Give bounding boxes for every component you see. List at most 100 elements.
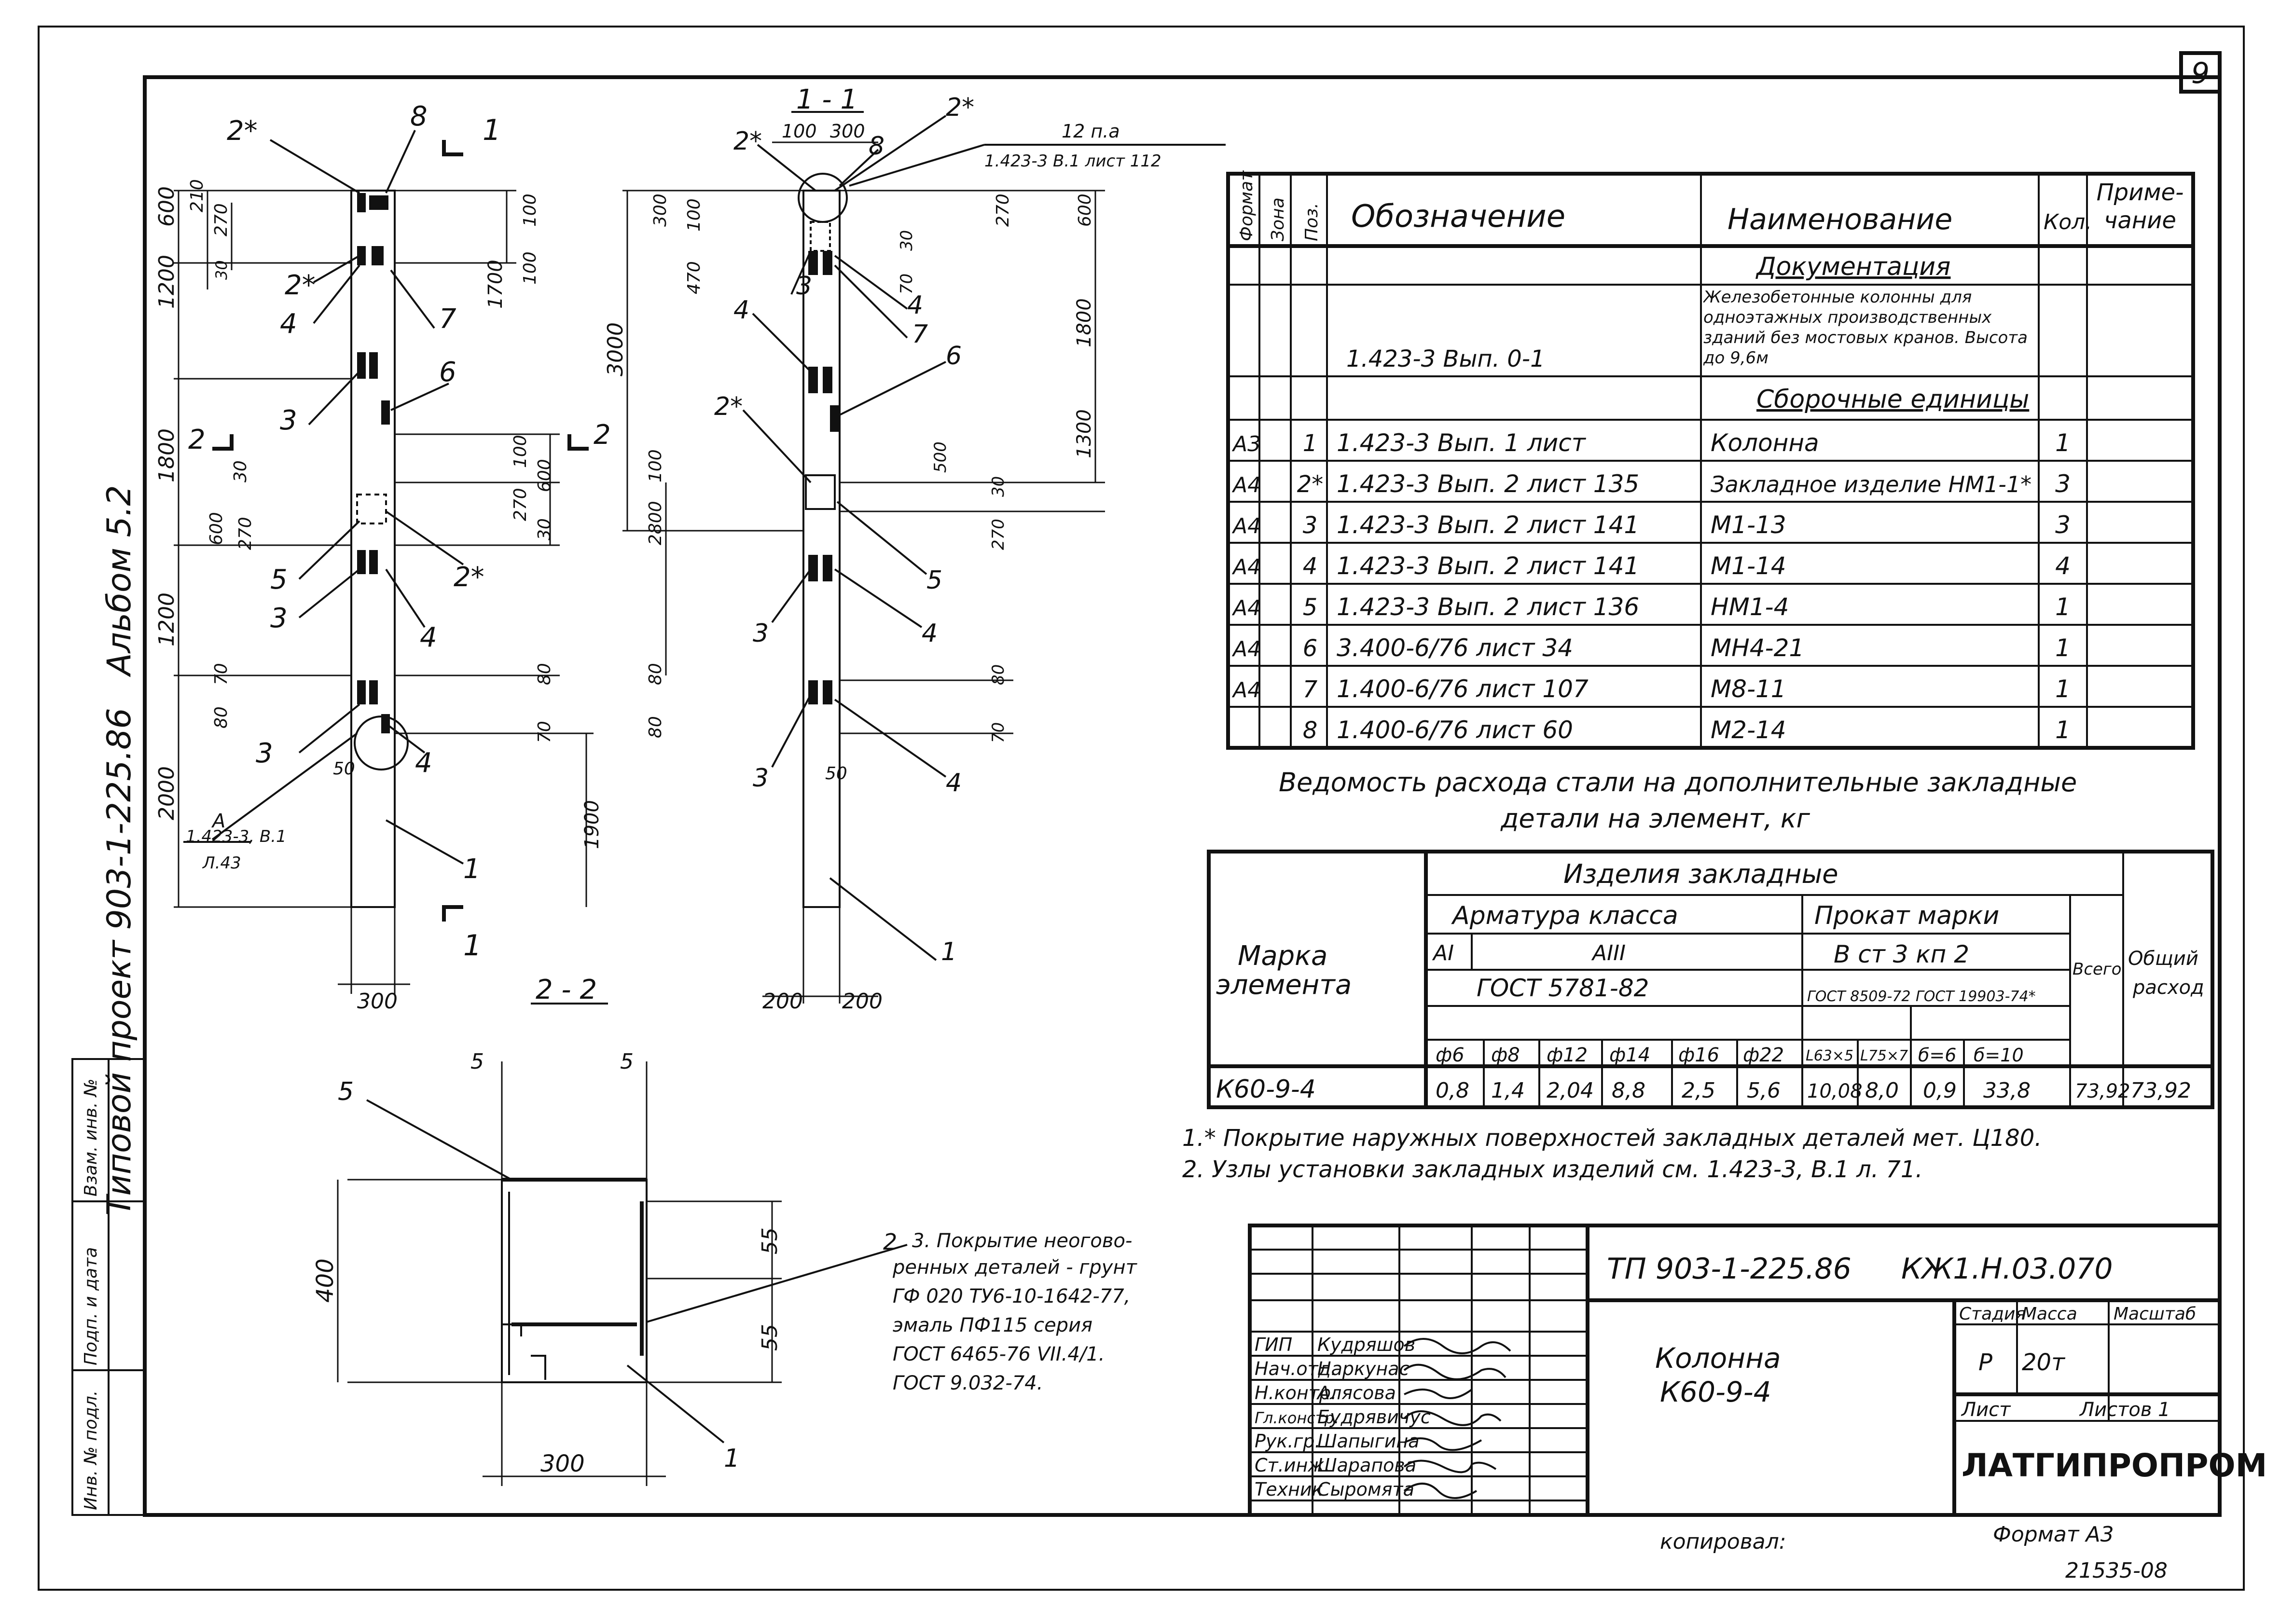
steel-overall: 73,92 — [2130, 1078, 2191, 1103]
signature-5 — [1403, 1459, 1497, 1473]
tb-name-6: Сыромята — [1317, 1479, 1414, 1500]
s22-note-ref: 2 — [883, 1229, 897, 1255]
v1-section2-right: 2 — [594, 419, 611, 451]
spec-h-qty: Кол. — [2044, 210, 2092, 234]
steel-col-5: ф22 — [1743, 1044, 1784, 1066]
steel-val-0: 0,8 — [1436, 1078, 1469, 1103]
s11-rdim-600: 600 — [1075, 193, 1095, 227]
tb-stage: Р — [1978, 1349, 1992, 1376]
note3-line3: ГФ 020 ТУ6-10-1642-77, — [893, 1285, 1130, 1307]
steel-val-5: 5,6 — [1747, 1078, 1781, 1103]
v1-dim-30: 30 — [212, 260, 231, 280]
s11-title: 1 - 1 — [796, 84, 857, 115]
s11-rdim-270: 270 — [993, 193, 1013, 227]
s11-dim-50: 50 — [825, 764, 847, 784]
s22-mark-5: 5 — [338, 1077, 354, 1106]
signature-0 — [1403, 1338, 1511, 1354]
spec-doc-name: Железобетонные колонны для одноэтажных п… — [1703, 288, 2028, 368]
spec-r7-qty: 1 — [2055, 675, 2071, 703]
tb-role-6: Техник — [1255, 1479, 1323, 1500]
s22-dim-55b: 55 — [758, 1324, 782, 1351]
spec-r1-pos: 1 — [1303, 430, 1318, 457]
steel-val-9: 33,8 — [1983, 1078, 2031, 1103]
spec-r4-name: М1-14 — [1711, 552, 1786, 580]
steel-col-9: б=10 — [1974, 1045, 2024, 1066]
s11-ref-12pa: 12 п.а — [1062, 121, 1120, 142]
v1-rdim-600: 600 — [535, 459, 554, 492]
spec-r4-fmt: А4 — [1231, 555, 1261, 579]
s11-dim-300: 300 — [650, 193, 670, 227]
spec-r8-desig: 1.400-6/76 лист 60 — [1337, 716, 1573, 744]
v1-mark-1: 1 — [463, 853, 481, 885]
stamp-inv-no: Инв. № подл. — [81, 1390, 101, 1510]
steel-h-grade: В ст 3 кп 2 — [1834, 940, 1969, 968]
steel-h-embedded: Изделия закладные — [1563, 859, 1838, 889]
tb-role-5: Ст.инж. — [1255, 1455, 1330, 1476]
v1-rdim-1900: 1900 — [581, 800, 603, 849]
v1-mark-3c: 3 — [256, 738, 273, 769]
s22-dim-400: 400 — [312, 1258, 339, 1303]
steel-val-7: 8,0 — [1865, 1078, 1899, 1103]
tb-name-1: Колонна — [1655, 1342, 1781, 1375]
outer-frame — [38, 26, 2245, 1591]
spec-r5-fmt: А4 — [1231, 596, 1261, 620]
s22-dim-300: 300 — [540, 1450, 585, 1477]
v1-dim-1200b: 1200 — [154, 592, 179, 647]
view-section-2-2: 2 - 2 5 5 55 55 400 300 5 1 2 — [312, 974, 908, 1486]
spec-r2-desig: 1.423-3 Вып. 2 лист 135 — [1337, 470, 1639, 498]
s11-rdim-1300: 1300 — [1073, 409, 1095, 458]
stamp-sign-date: Подп. и дата — [81, 1247, 101, 1365]
tb-mass-label: Масса — [2022, 1304, 2077, 1324]
s11-mark-2star-b: 2* — [946, 93, 974, 122]
spec-doc-designation: 1.423-3 Вып. 0-1 — [1346, 345, 1545, 372]
v1-node-a: А — [211, 810, 225, 832]
note-3: 3. Покрытие неогово- ренных деталей - гр… — [892, 1230, 1138, 1394]
s11-mark-5: 5 — [926, 566, 942, 595]
steel-val-6: 10,08 — [1807, 1080, 1863, 1102]
s11-rdim-30: 30 — [897, 230, 916, 251]
s11-topdim-100: 100 — [782, 121, 817, 142]
copied-by: копировал: — [1660, 1529, 1786, 1554]
s11-rdim-1800: 1800 — [1073, 298, 1095, 347]
note-2: 2. Узлы установки закладных изделий см. … — [1182, 1156, 1923, 1183]
s11-mark-2star-a: 2* — [733, 127, 762, 156]
s11-ref-sheet: 1.423-3 В.1 лист 112 — [984, 151, 1161, 171]
v1-dim-2000: 2000 — [154, 766, 179, 820]
steel-h-mark-2: элемента — [1216, 969, 1352, 1001]
spec-r6-qty: 1 — [2055, 634, 2071, 662]
spec-r4-desig: 1.423-3 Вып. 2 лист 141 — [1337, 552, 1639, 580]
s11-column-body — [802, 190, 841, 908]
steel-title-2: детали на элемент, кг — [1500, 803, 1810, 834]
s11-bottom-200b: 200 — [842, 989, 883, 1014]
spec-r5-desig: 1.423-3 Вып. 2 лист 136 — [1337, 593, 1639, 621]
s11-mark-4d: 4 — [946, 769, 962, 798]
v1-dim-30b: 30 — [231, 460, 250, 482]
tb-name-1b: Наркунас — [1317, 1358, 1409, 1379]
spec-r6-name: МН4-21 — [1711, 634, 1804, 662]
s22-dim-5b: 5 — [620, 1049, 634, 1074]
steel-row-mark: К60-9-4 — [1216, 1075, 1316, 1104]
v1-dim-50: 50 — [333, 759, 355, 779]
v1-dim-270: 270 — [211, 203, 231, 236]
spec-h-format: Формат — [1237, 170, 1257, 241]
view-section-1-1: 1 - 1 100 300 3000 300 100 470 100 2800 … — [603, 84, 1226, 1014]
stamp-number: 21535-08 — [2065, 1558, 2168, 1583]
v1-rdim-1700: 1700 — [484, 260, 507, 309]
note3-line2: ренных деталей - грунт — [892, 1256, 1138, 1279]
format-label: Формат А3 — [1993, 1522, 2114, 1547]
v1-mark-6: 6 — [439, 357, 456, 388]
tb-scale-label: Масштаб — [2114, 1304, 2196, 1324]
signature-2 — [1404, 1389, 1473, 1399]
tb-org: ЛАТГИПРОПРОМ — [1962, 1447, 2267, 1484]
steel-col-4: ф16 — [1678, 1044, 1719, 1066]
project-label: Типовой проект 903-1-225.86 — [100, 708, 138, 1216]
spec-h-zone: Зона — [1268, 197, 1288, 241]
spec-table: Формат Зона Поз. Обозначение Наименовани… — [1226, 170, 2195, 750]
tb-sheets-label: Листов 1 — [2079, 1399, 2170, 1421]
spec-r8-name: М2-14 — [1711, 716, 1786, 744]
title-block: ТП 903-1-225.86 КЖ1.Н.03.070 Колонна К60… — [1248, 1224, 2267, 1517]
signature-1 — [1403, 1363, 1506, 1380]
v1-section-mark-top: 1 — [483, 113, 501, 147]
tb-sheet-label: Лист — [1961, 1399, 2011, 1421]
